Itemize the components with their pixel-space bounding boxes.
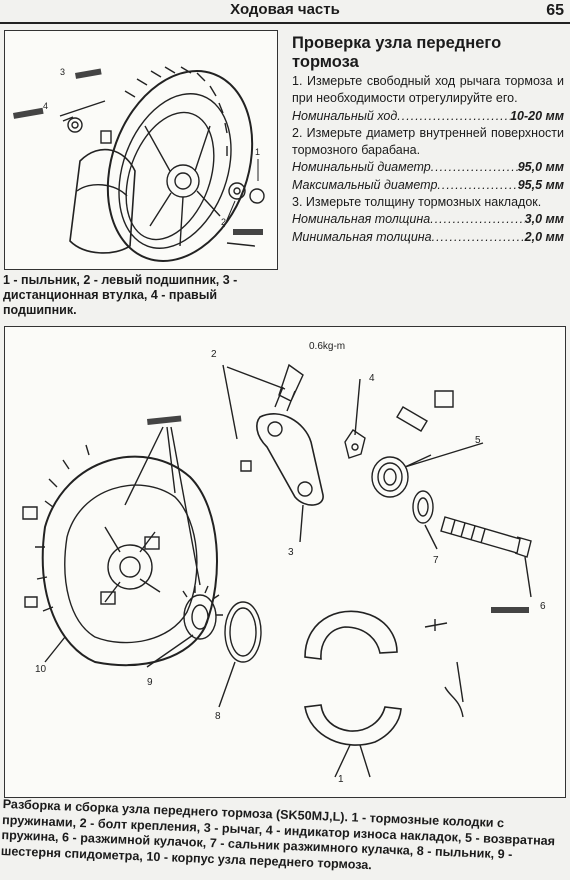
wheel-illustration: 3 4 1 2	[13, 66, 265, 262]
callout-1: 1	[338, 774, 344, 785]
callout-9: 9	[147, 677, 153, 688]
callout-1: 1	[255, 147, 260, 157]
spec-value: 95,5 мм	[517, 177, 564, 192]
header-title: Ходовая часть	[230, 1, 340, 18]
spec-label: Номинальный ход	[292, 108, 398, 123]
callout-6: 6	[540, 601, 546, 612]
spec-min-thickness: Минимальная толщина 2,0 мм	[292, 229, 564, 246]
callout-4: 4	[43, 101, 48, 111]
spec-nominal-thickness: Номинальная толщина 3,0 мм	[292, 211, 564, 228]
spec-label: Номинальная толщина	[292, 212, 431, 227]
spec-value: 2,0 мм	[524, 229, 564, 244]
spec-max-diameter: Максимальный диаметр 95,5 мм	[292, 177, 564, 194]
step-2-text: 2. Измерьте диаметр внутренней поверхнос…	[292, 125, 564, 158]
spec-value: 10-20 мм	[510, 108, 564, 123]
callout-3: 3	[288, 547, 294, 558]
brake-assembly-illustration: 0.6kg-m 1 2 3 4 5 6 7 8 9 10	[22, 341, 546, 785]
spec-value: 3,0 мм	[524, 212, 564, 227]
brake-figure-caption: Разборка и сборка узла переднего тормоза…	[0, 797, 556, 872]
brake-figure: 0.6kg-m 1 2 3 4 5 6 7 8 9 10	[4, 326, 566, 798]
callout-2: 2	[211, 349, 217, 360]
spec-label: Минимальная толщина	[292, 229, 432, 244]
spec-label: Номинальный диаметр	[292, 160, 431, 175]
step-1-text: 1. Измерьте свободный ход рычага тормоза…	[292, 74, 564, 106]
wheel-figure: 3 4 1 2	[4, 30, 278, 270]
callout-4: 4	[369, 373, 375, 384]
spec-value: 95,0 мм	[517, 160, 564, 175]
callout-5: 5	[475, 435, 481, 446]
section-title: Проверка узла переднего тормоза	[292, 34, 502, 71]
inspection-text: 1. Измерьте свободный ход рычага тормоза…	[292, 73, 564, 246]
page-number: 65	[546, 2, 564, 19]
callout-10: 10	[35, 664, 47, 675]
spec-nominal-travel: Номинальный ход 10-20 мм	[292, 108, 564, 125]
page-header: Ходовая часть 65	[0, 0, 570, 24]
wheel-figure-caption: 1 - пыльник, 2 - левый подшипник, 3 - ди…	[3, 273, 238, 317]
callout-7: 7	[433, 555, 439, 566]
callout-2: 2	[221, 217, 226, 227]
step-3-text: 3. Измерьте толщину тормозных накладок.	[292, 195, 542, 210]
spec-label: Максимальный диаметр	[292, 177, 438, 192]
callout-8: 8	[215, 711, 221, 722]
spec-nominal-diameter: Номинальный диаметр 95,0 мм	[292, 159, 564, 176]
torque-label: 0.6kg-m	[309, 341, 345, 352]
callout-3: 3	[60, 67, 65, 77]
